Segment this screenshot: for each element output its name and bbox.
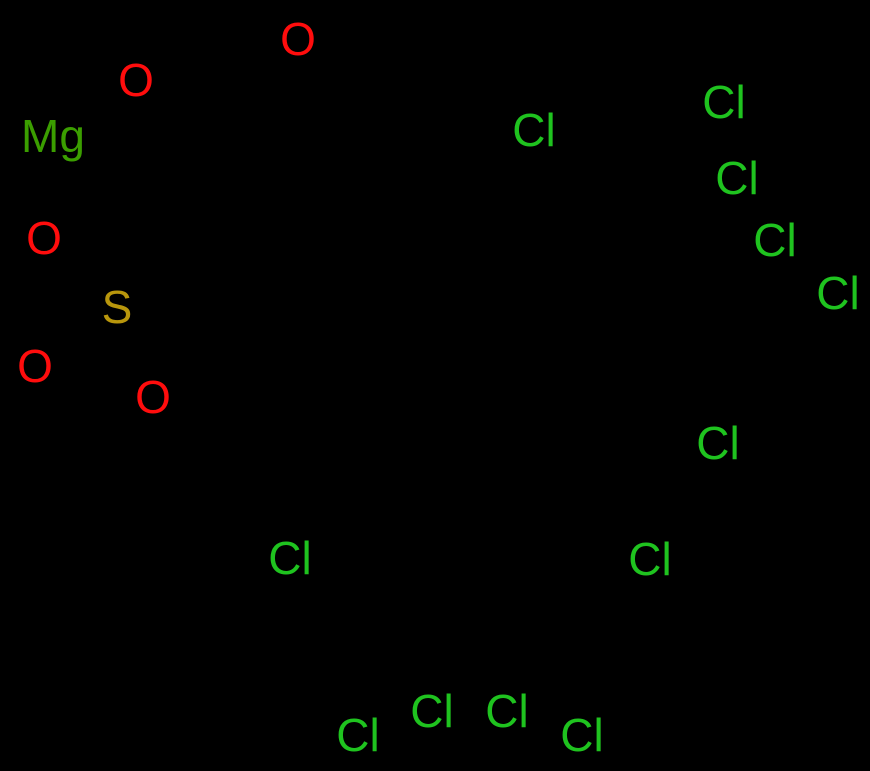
- bond-line: [135, 325, 159, 375]
- bond-line: [613, 121, 701, 183]
- atom-label-oxygen: O: [26, 212, 62, 264]
- bond-line: [500, 464, 566, 540]
- bond-line: [494, 470, 560, 546]
- bond-line: [387, 129, 469, 179]
- bond-line: [557, 463, 623, 543]
- atom-label-chlorine: Cl: [512, 104, 556, 156]
- bond-line: [62, 256, 104, 294]
- atom-label-chlorine: Cl: [485, 685, 529, 737]
- bond-line: [535, 173, 617, 223]
- atom-label-chlorine: Cl: [702, 76, 746, 128]
- bond-line: [461, 177, 543, 227]
- atom-label-chlorine: Cl: [696, 417, 740, 469]
- bond-line: [461, 147, 511, 183]
- bond-line: [157, 89, 239, 139]
- bond-line: [613, 177, 643, 271]
- bond-line: [57, 319, 99, 355]
- bond-line: [539, 181, 621, 231]
- bond-line: [309, 133, 391, 183]
- atom-label-chlorine: Cl: [753, 214, 797, 266]
- atom-label-chlorine: Cl: [715, 152, 759, 204]
- bond-line: [383, 137, 465, 187]
- atom-label-chlorine: Cl: [560, 709, 604, 761]
- bond-line: [637, 265, 815, 303]
- bond-line: [68, 250, 110, 288]
- atom-label-chlorine: Cl: [268, 532, 312, 584]
- bond-line: [257, 281, 303, 403]
- atom-label-oxygen: O: [280, 13, 316, 65]
- bond-line: [177, 233, 263, 287]
- bond-group: [57, 56, 815, 715]
- bond-line: [637, 255, 753, 271]
- atom-label-chlorine: Cl: [816, 267, 860, 319]
- bond-line: [497, 537, 563, 653]
- bond-line: [127, 329, 151, 379]
- bond-line: [237, 62, 293, 142]
- atom-label-chlorine: Cl: [336, 709, 380, 761]
- bond-line: [397, 647, 443, 691]
- bond-line: [114, 233, 183, 287]
- atom-label-oxygen: O: [118, 54, 154, 106]
- atom-label-oxygen: O: [135, 371, 171, 423]
- atom-label-oxygen: O: [17, 340, 53, 392]
- bond-line: [613, 177, 715, 199]
- atom-label-magnesium: Mg: [21, 110, 85, 162]
- bond-line: [377, 647, 403, 713]
- atom-label-chlorine: Cl: [628, 533, 672, 585]
- atom-label-chlorine: Cl: [410, 685, 454, 737]
- bond-line: [229, 56, 285, 136]
- bond-line: [233, 133, 315, 183]
- atom-label-sulfur: S: [101, 281, 133, 333]
- bond-line: [297, 397, 403, 473]
